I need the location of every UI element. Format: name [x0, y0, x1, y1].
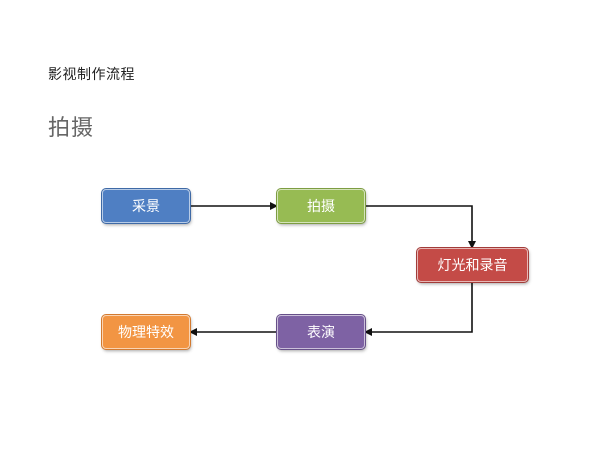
flow-node-shooting[interactable]: 拍摄: [276, 188, 366, 224]
flow-node-lighting-sound[interactable]: 灯光和录音: [416, 247, 529, 283]
flow-node-physical-effects[interactable]: 物理特效: [101, 314, 191, 350]
connector-2-3: [365, 205, 476, 249]
connector-3-4: [364, 282, 473, 336]
slide-title: 拍摄: [48, 116, 95, 141]
flow-node-performance[interactable]: 表演: [276, 314, 366, 350]
flow-node-scouting[interactable]: 采景: [101, 188, 191, 224]
slide-header: 影视制作流程: [48, 67, 135, 83]
